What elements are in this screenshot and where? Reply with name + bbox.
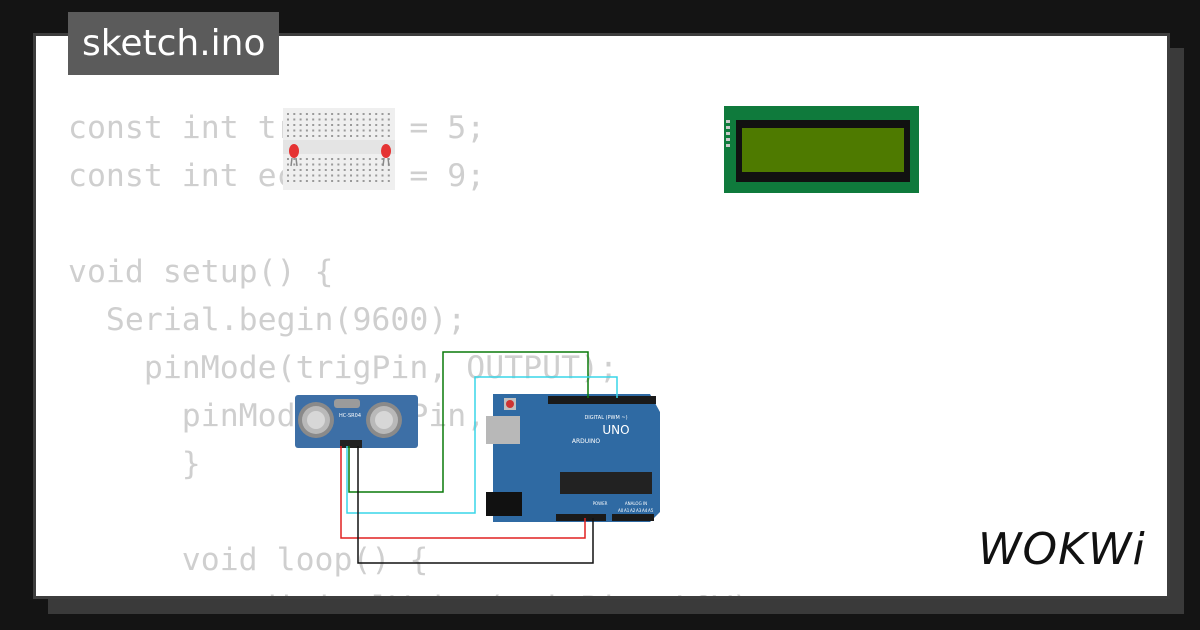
led-left [289, 144, 299, 167]
pin-a0: A0 [618, 508, 624, 513]
pin-a5: A5 [648, 508, 654, 513]
wire-cyan [346, 376, 618, 514]
code-line: digitalWrite(trigPin, LOW); [68, 584, 770, 596]
led-right [381, 144, 391, 167]
ultrasonic-sensor: HC-SR04 [295, 395, 418, 448]
code-line: } [68, 446, 201, 482]
sketch-title: sketch.ino [68, 12, 280, 75]
code-line: pinMode(trigPin, OUTPUT); [68, 350, 618, 386]
code-background: const int trigPin = 5;const int echoPin … [68, 104, 770, 596]
arduino-brand-label: ARDUINO [572, 438, 601, 445]
analog-pins: A0 A1 A2 A3 A4 A5 [618, 508, 654, 513]
uno-label: UNO [602, 423, 629, 437]
digital-label: DIGITAL (PWM ~) [584, 415, 627, 421]
code-line: void loop() { [68, 542, 429, 578]
breadboard [283, 108, 395, 190]
pin-a1: A1 [624, 508, 630, 513]
analog-label: ANALOG IN [625, 501, 647, 506]
wire-black [357, 446, 594, 564]
arduino-uno: DIGITAL (PWM ~) UNO ARDUINO POWER ANALOG… [486, 394, 660, 522]
code-line: Serial.begin(9600); [68, 302, 467, 338]
wokwi-logo: WOKWi [978, 524, 1146, 575]
power-label: POWER [593, 501, 608, 506]
wire-green [348, 351, 589, 493]
pin-a4: A4 [642, 508, 648, 513]
wire-red [340, 446, 586, 539]
code-line: void setup() { [68, 254, 334, 290]
sensor-label: HC-SR04 [339, 413, 361, 419]
pin-a3: A3 [636, 508, 642, 513]
preview-card: const int trigPin = 5;const int echoPin … [33, 33, 1170, 599]
lcd-display [724, 106, 919, 193]
pin-a2: A2 [630, 508, 636, 513]
